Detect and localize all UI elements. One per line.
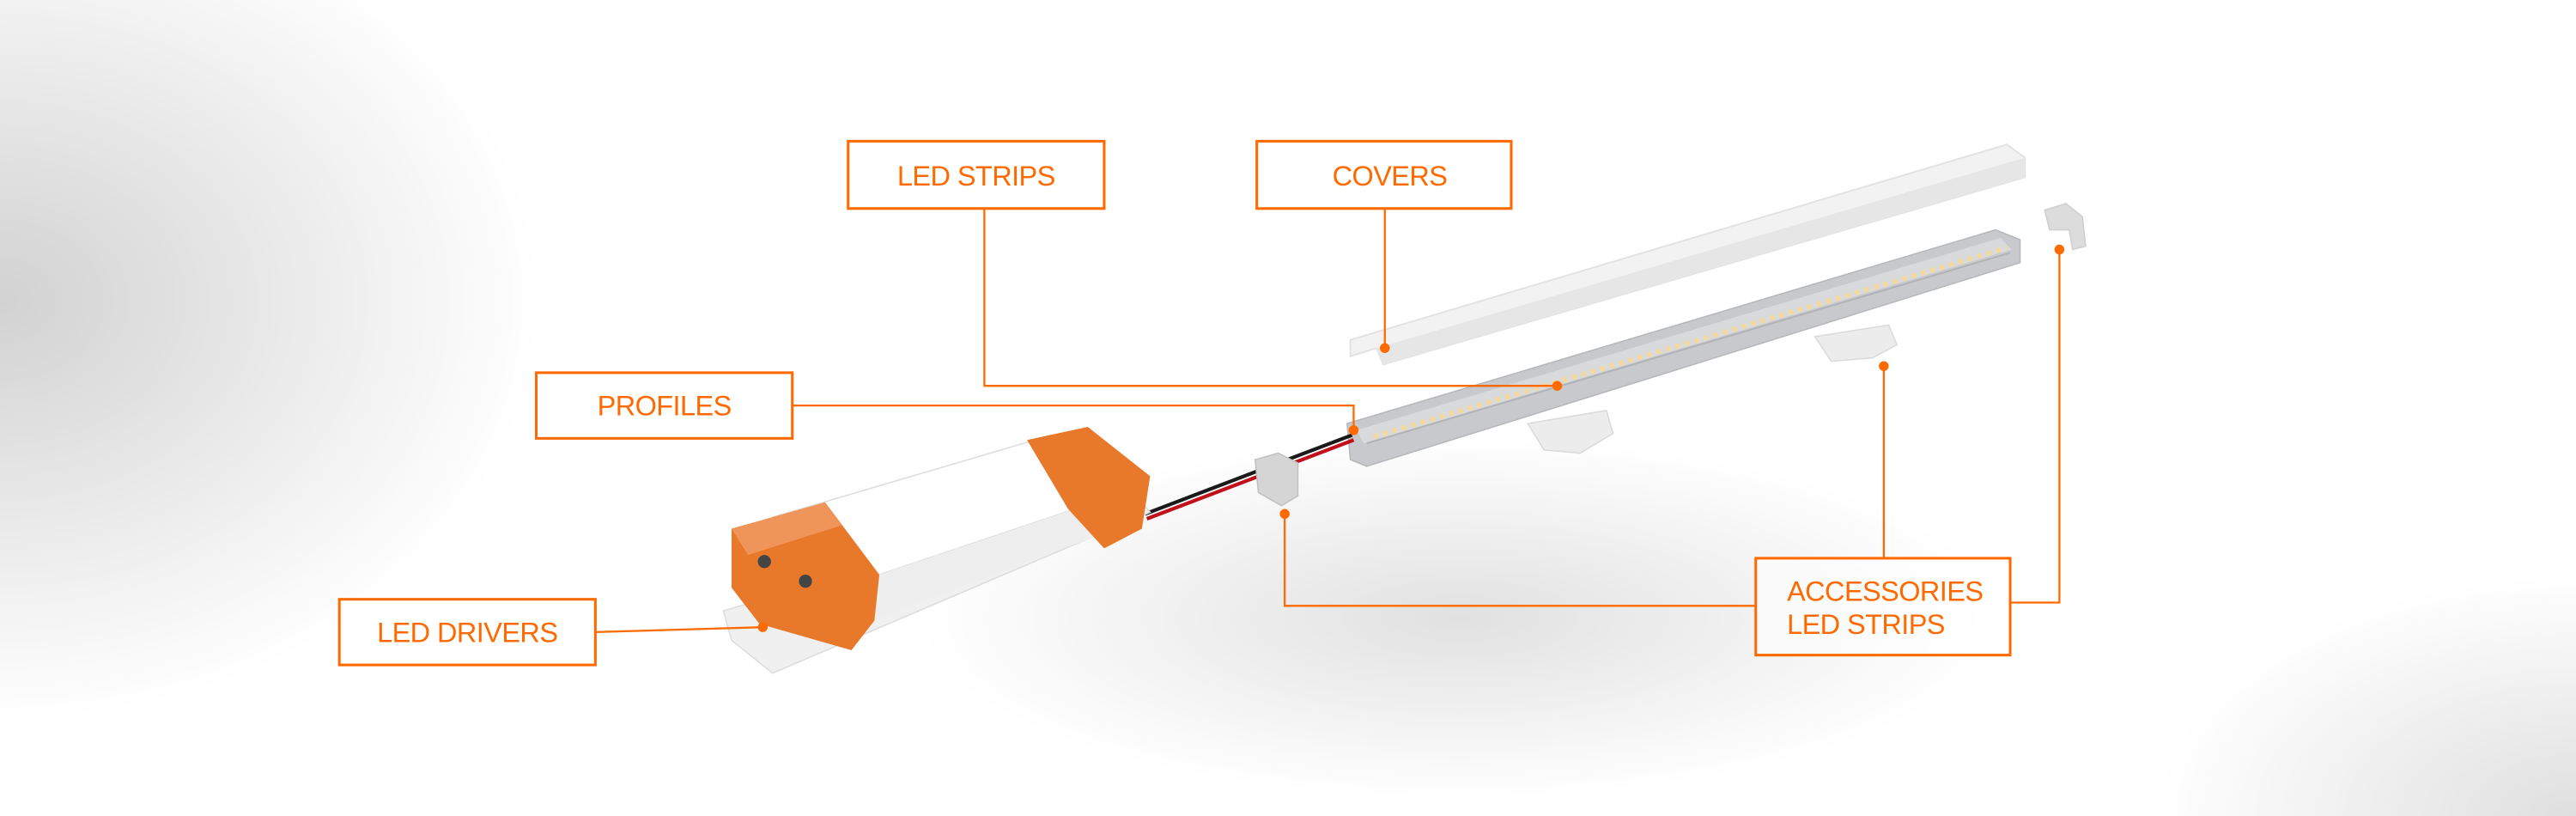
accessories-marker-clip <box>1879 361 1889 371</box>
label-covers[interactable]: COVERS <box>1255 139 1513 210</box>
end-cap-illustration <box>1254 452 1299 507</box>
accessories-leader-line-endcap-left <box>1284 514 1756 607</box>
led-drivers-marker <box>757 622 769 632</box>
cable-illustration <box>1145 438 1355 521</box>
mounting-clip-illustration <box>1526 410 1614 454</box>
profiles-marker <box>1348 425 1359 435</box>
label-covers-text: COVERS <box>1333 161 1448 192</box>
label-profiles[interactable]: PROFILES <box>535 371 794 440</box>
label-accessories-line1: ACCESSORIES <box>1787 576 1983 607</box>
led-strips-marker <box>1552 381 1563 391</box>
accessories-marker-endcap-left <box>1279 508 1290 520</box>
label-accessories-led-strips[interactable]: ACCESSORIES LED STRIPS <box>1754 557 2012 657</box>
label-accessories-line2: LED STRIPS <box>1787 609 1945 640</box>
cover-illustration <box>1349 143 2026 366</box>
led-drivers-leader-line <box>595 626 763 634</box>
accessories-marker-endcap-right <box>2054 244 2065 255</box>
label-led-strips[interactable]: LED STRIPS <box>847 139 1106 210</box>
led-strips-leader-line <box>983 208 1558 387</box>
accessories-leader-line-endcap-right <box>2010 249 2061 604</box>
label-led-drivers[interactable]: LED DRIVERS <box>337 598 597 667</box>
led-strip-illustration <box>1372 245 2008 440</box>
label-led-strips-text: LED STRIPS <box>897 161 1055 192</box>
label-profiles-text: PROFILES <box>598 391 732 422</box>
profile-illustration <box>1346 228 2021 467</box>
covers-marker <box>1380 343 1390 353</box>
end-cap-illustration <box>2044 203 2087 251</box>
label-led-drivers-text: LED DRIVERS <box>377 617 557 648</box>
led-driver-illustration <box>722 426 1151 674</box>
profiles-leader-line <box>792 404 1355 430</box>
mounting-clip-illustration <box>1814 324 1899 362</box>
